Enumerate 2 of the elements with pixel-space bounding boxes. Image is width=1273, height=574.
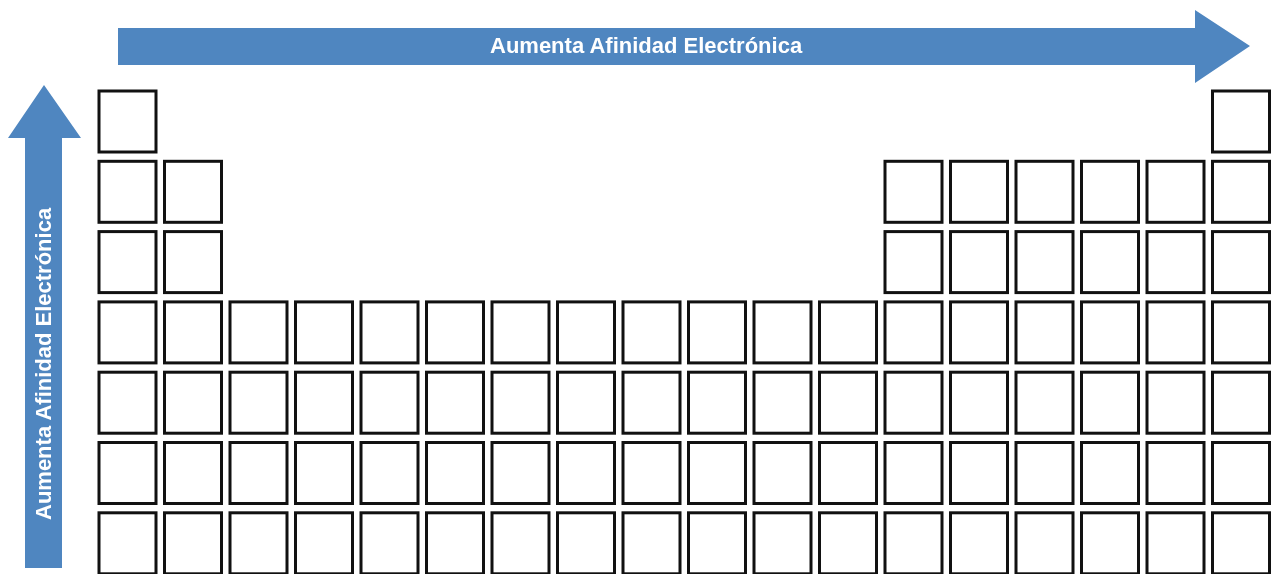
arrow-label: Aumenta Afinidad Electrónica — [490, 33, 803, 59]
arrow-label: Aumenta Afinidad Electrónica — [31, 207, 57, 520]
